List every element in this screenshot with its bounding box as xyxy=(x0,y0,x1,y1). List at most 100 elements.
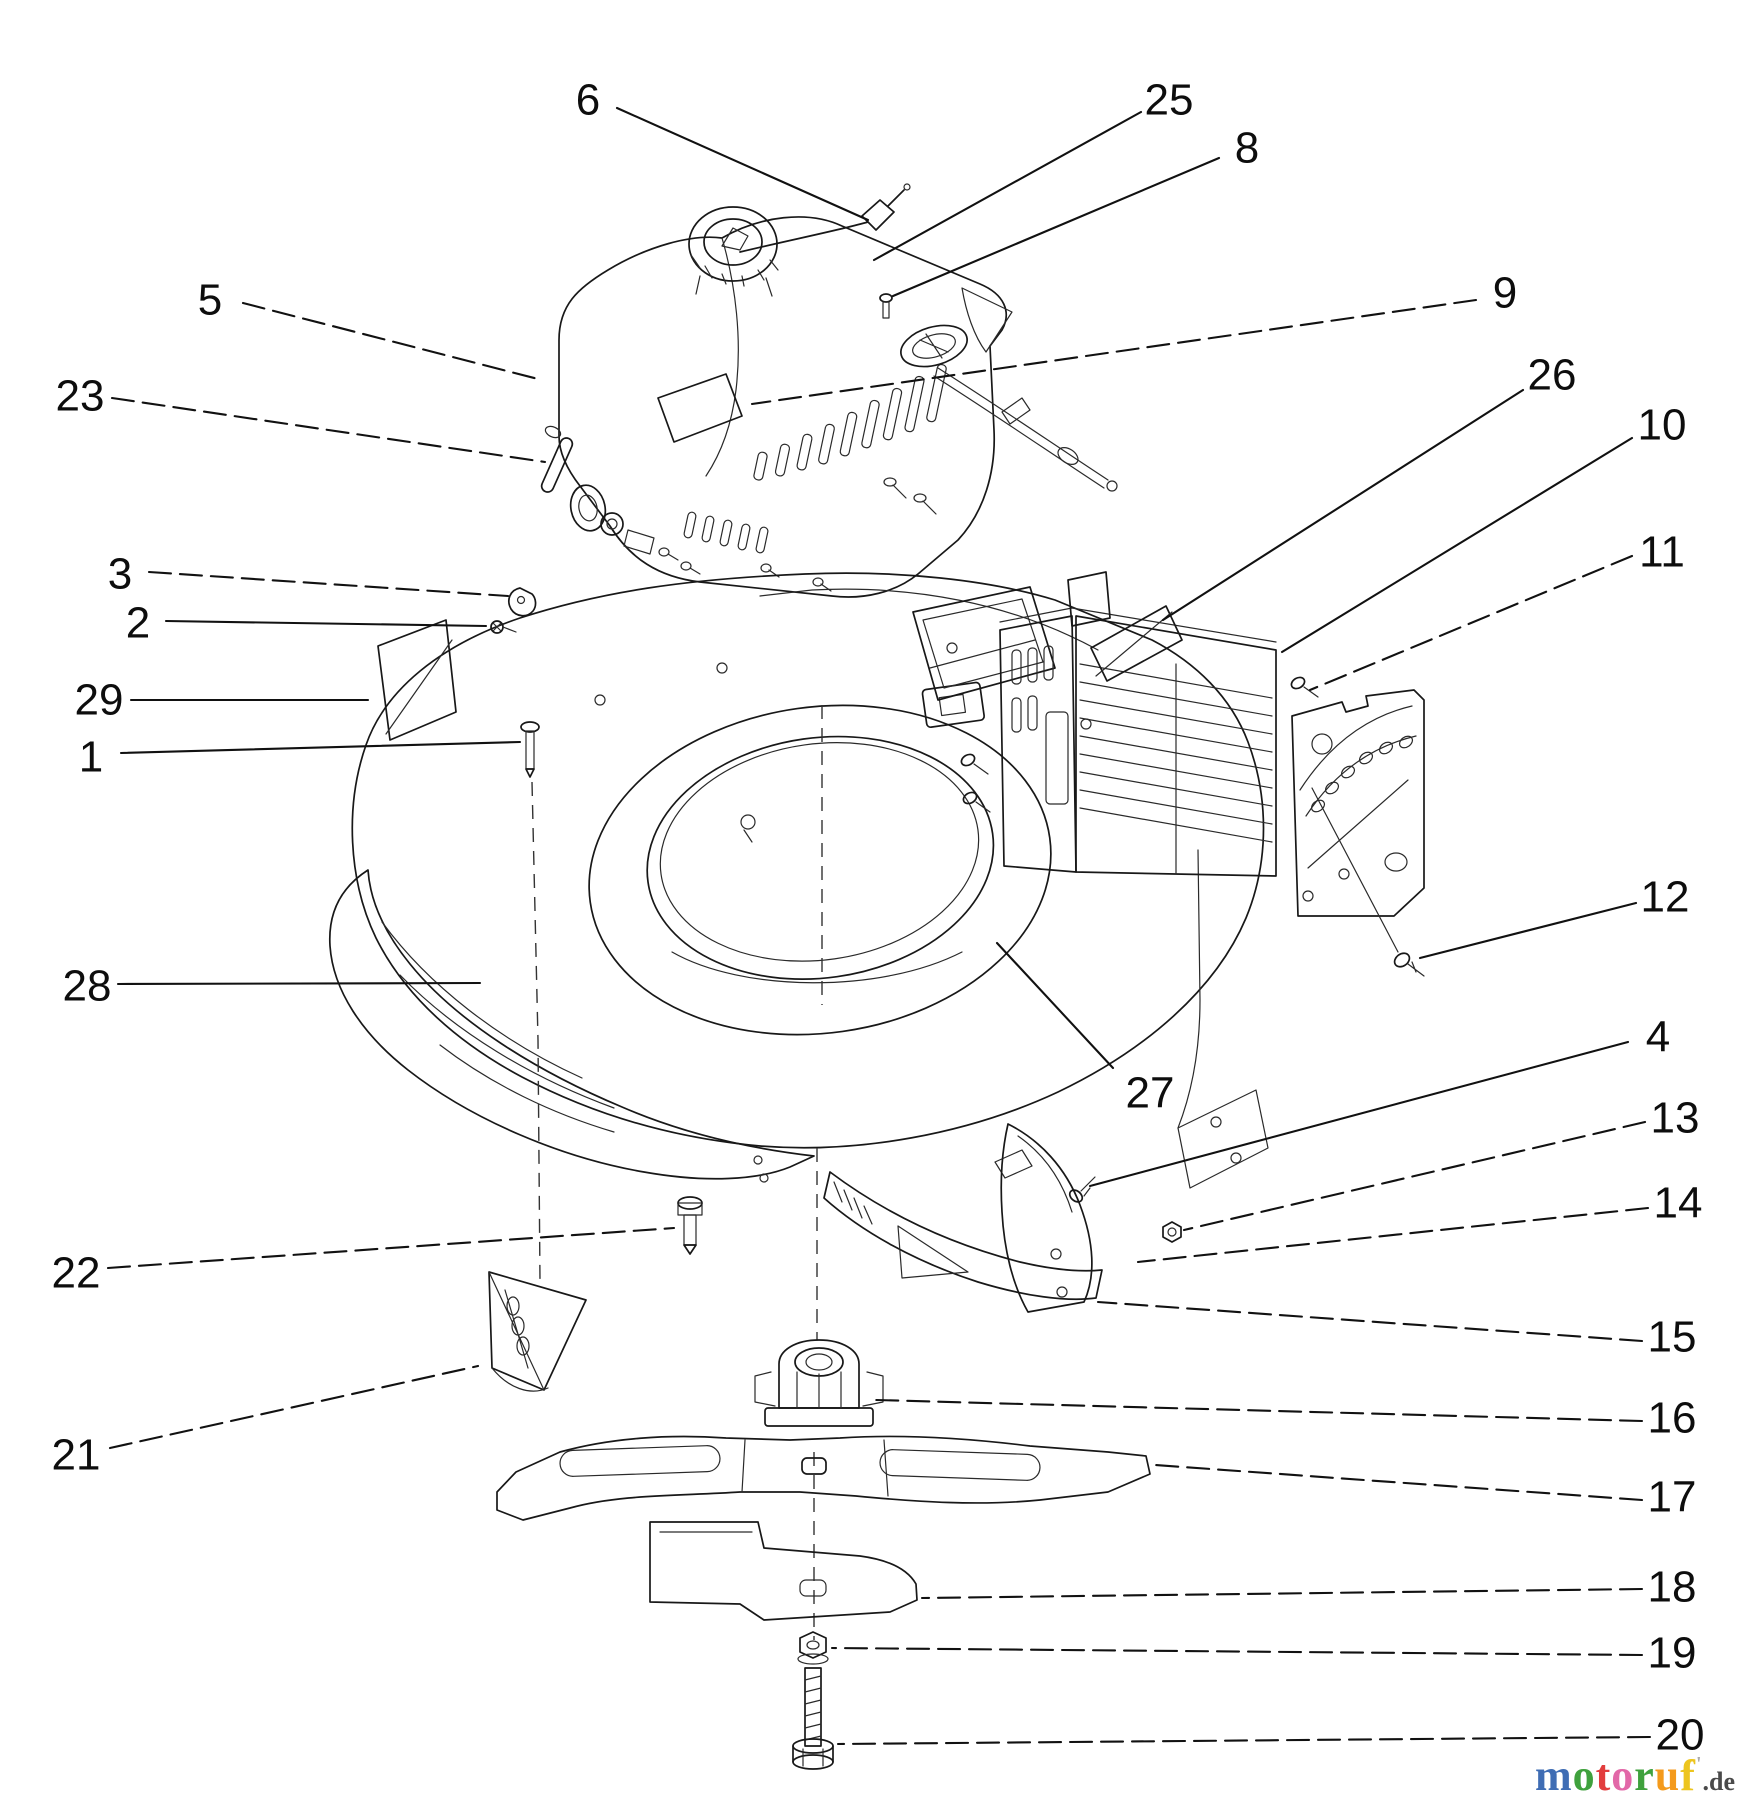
callout-leader-4 xyxy=(1088,1040,1630,1188)
callout-number-10: 10 xyxy=(1638,401,1687,450)
callout-number-9: 9 xyxy=(1493,269,1517,318)
deck-outline xyxy=(351,572,1265,1149)
callout-leader-21 xyxy=(108,1364,480,1450)
callout-number-13: 13 xyxy=(1651,1094,1700,1143)
callout-leader-15 xyxy=(1096,1300,1644,1343)
callout-number-16: 16 xyxy=(1648,1394,1697,1443)
grille-screw-left-1 xyxy=(960,753,989,775)
watermark-logo: motoruf'.de xyxy=(1535,1754,1735,1798)
watermark-letter: o xyxy=(1611,1751,1635,1800)
callout-number-21: 21 xyxy=(52,1431,101,1480)
grille-screw-left-2 xyxy=(962,791,991,813)
callout-leader-26 xyxy=(1161,388,1525,622)
watermark-suffix: .de xyxy=(1702,1767,1736,1796)
callout-number-2: 2 xyxy=(126,599,150,648)
watermark-letter: u xyxy=(1654,1751,1681,1800)
callout-number-12: 12 xyxy=(1641,873,1690,922)
blade-adapter xyxy=(754,1339,884,1427)
chute-nut xyxy=(1162,1221,1182,1243)
callout-number-3: 3 xyxy=(108,550,132,599)
height-adjust-plate xyxy=(1291,689,1425,953)
callout-number-14: 14 xyxy=(1654,1179,1703,1228)
callout-leader-20 xyxy=(836,1735,1652,1746)
callout-number-27: 27 xyxy=(1126,1069,1175,1118)
watermark-letter: o xyxy=(1572,1751,1596,1800)
engine-assembly xyxy=(540,183,1118,598)
callout-number-23: 23 xyxy=(56,372,105,421)
callout-leader-18 xyxy=(920,1587,1644,1600)
discharge-deflector xyxy=(823,1149,1103,1301)
chute-screw xyxy=(1068,1176,1096,1203)
callout-leader-3 xyxy=(147,570,510,598)
callout-leader-5 xyxy=(241,301,544,382)
callout-number-5: 5 xyxy=(198,276,222,325)
engine-silhouette xyxy=(558,216,1007,598)
callout-leader-11 xyxy=(1308,554,1634,692)
callout-leader-10 xyxy=(1280,436,1634,654)
hinge-bolt xyxy=(520,721,540,778)
side-deflector xyxy=(488,1271,587,1392)
callout-number-19: 19 xyxy=(1648,1629,1697,1678)
primer-bulb xyxy=(569,484,607,532)
callout-number-22: 22 xyxy=(52,1249,101,1298)
blade-stiffener xyxy=(649,1521,918,1621)
plate-screw xyxy=(1393,952,1425,977)
carburetor xyxy=(600,512,701,575)
callout-number-26: 26 xyxy=(1528,351,1577,400)
watermark-letter: t xyxy=(1595,1751,1612,1800)
cooling-louvers xyxy=(683,363,947,554)
callout-leader-28 xyxy=(116,981,482,986)
callout-leader-9 xyxy=(750,298,1478,406)
callout-leader-14 xyxy=(1136,1206,1650,1264)
throttle-cable xyxy=(933,367,1118,492)
callout-leader-6 xyxy=(615,106,870,222)
callout-leader-19 xyxy=(830,1646,1644,1657)
callout-leader-12 xyxy=(1418,901,1638,960)
callout-number-17: 17 xyxy=(1648,1473,1697,1522)
callout-leader-25 xyxy=(872,110,1143,262)
engine-mount-bolts xyxy=(760,477,937,592)
deflector-bolt xyxy=(677,1196,703,1255)
callout-number-1: 1 xyxy=(79,733,103,782)
watermark-tick: ' xyxy=(1695,1753,1703,1775)
belt-cover-recess xyxy=(912,586,1056,701)
callout-layer: 1234568910111213141516171819202122232526… xyxy=(52,76,1705,1760)
small-screw xyxy=(490,620,517,634)
callout-number-8: 8 xyxy=(1235,124,1259,173)
callout-leader-13 xyxy=(1182,1120,1647,1232)
callout-leader-27 xyxy=(995,941,1115,1070)
rear-decal xyxy=(1090,605,1183,682)
callout-leader-8 xyxy=(891,156,1221,298)
callout-number-15: 15 xyxy=(1648,1313,1697,1362)
dipstick xyxy=(540,425,574,493)
spark-plug xyxy=(739,183,911,253)
callout-number-4: 4 xyxy=(1646,1013,1670,1062)
deck-opening xyxy=(588,681,1052,1036)
blade-bolt xyxy=(792,1667,834,1770)
mower-blade xyxy=(496,1435,1151,1521)
callout-number-6: 6 xyxy=(576,76,600,125)
watermark-letter: f xyxy=(1680,1751,1696,1800)
grille-screw-right xyxy=(1290,676,1319,698)
callout-leader-1 xyxy=(119,740,522,755)
kick-guard xyxy=(1000,1123,1093,1313)
callout-leader-16 xyxy=(874,1398,1644,1423)
rear-grille xyxy=(960,571,1319,877)
deck-front-skirt xyxy=(328,869,815,1180)
recoil-starter xyxy=(900,287,1013,368)
callout-number-18: 18 xyxy=(1648,1563,1697,1612)
callout-number-20: 20 xyxy=(1656,1711,1705,1760)
callout-leader-23 xyxy=(110,396,547,464)
callout-number-11: 11 xyxy=(1639,528,1685,577)
engine-decal xyxy=(657,373,743,443)
deck-decal xyxy=(377,619,457,741)
callout-leader-17 xyxy=(1153,1463,1644,1502)
callout-leader-2 xyxy=(164,619,488,628)
callout-number-29: 29 xyxy=(75,676,124,725)
callout-number-28: 28 xyxy=(63,962,112,1011)
deck-side-wall xyxy=(1177,849,1201,1129)
watermark-letter: m xyxy=(1534,1751,1573,1800)
mower-deck xyxy=(328,572,1269,1189)
watermark-letter: r xyxy=(1634,1751,1655,1800)
